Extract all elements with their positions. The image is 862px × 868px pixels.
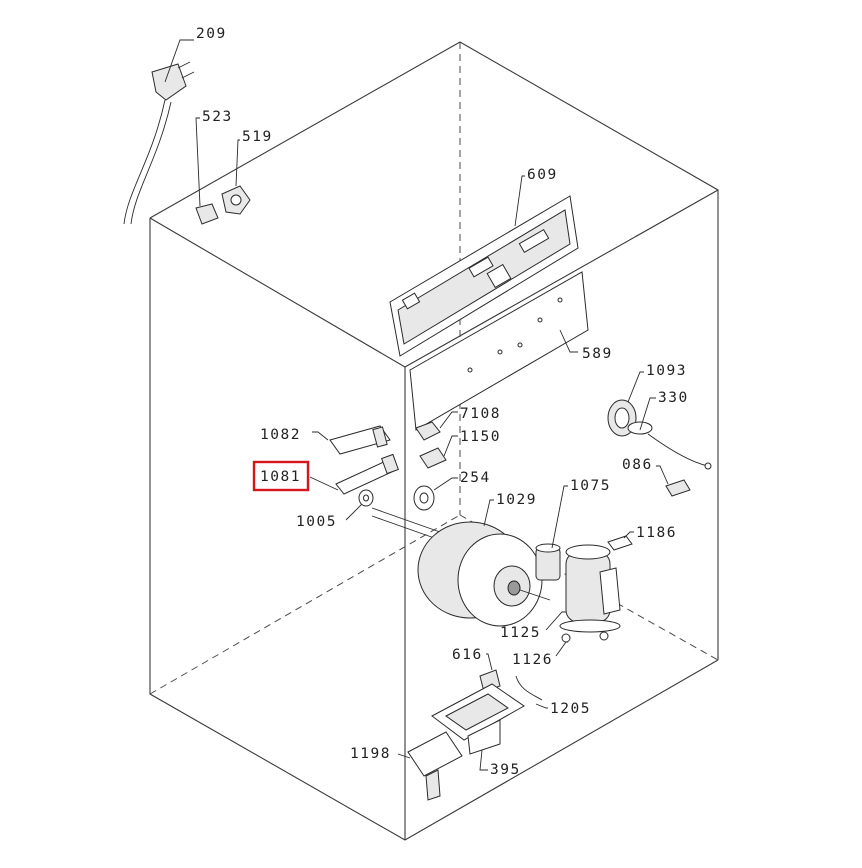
pressure-switch-part[interactable] (607, 399, 712, 470)
motor-part[interactable] (371, 507, 551, 627)
heater-part-395[interactable] (431, 683, 525, 755)
harness-part-1081[interactable] (335, 453, 400, 495)
leader-lines (164, 39, 669, 771)
label-1029: 1029 (496, 492, 537, 508)
label-1150: 1150 (460, 429, 501, 445)
label-1082: 1082 (260, 427, 301, 443)
label-254: 254 (460, 470, 491, 486)
power-cord-part[interactable] (123, 61, 195, 225)
compressor-part[interactable] (559, 544, 621, 633)
clip-part-086[interactable] (665, 479, 691, 497)
label-395: 395 (490, 762, 521, 778)
label-209: 209 (196, 26, 227, 42)
foot-part-1126[interactable] (561, 631, 609, 643)
clip-part-519[interactable] (221, 185, 251, 215)
label-1005: 1005 (296, 514, 337, 530)
spring-part-1205[interactable] (515, 675, 543, 701)
label-1081: 1081 (260, 469, 301, 485)
label-086: 086 (622, 457, 653, 473)
label-523: 523 (202, 109, 233, 125)
cabinet-outline (149, 41, 719, 841)
label-330: 330 (658, 390, 689, 406)
bracket-part-1150[interactable] (419, 447, 447, 469)
part-labels: 209 523 519 609 589 1093 330 1082 7108 1… (196, 26, 689, 778)
label-7108: 7108 (460, 406, 501, 422)
washer-part-1005[interactable] (358, 489, 374, 507)
capacitor-part[interactable] (535, 543, 561, 581)
label-1075: 1075 (570, 478, 611, 494)
label-1186: 1186 (636, 525, 677, 541)
clip-part-1186[interactable] (607, 535, 633, 551)
label-1198: 1198 (350, 746, 391, 762)
clip-part-523[interactable] (195, 203, 219, 225)
highlight-box-1081 (252, 460, 310, 492)
bracket-part-1198[interactable] (407, 731, 463, 801)
control-board-part[interactable] (409, 271, 589, 431)
label-1205: 1205 (550, 701, 591, 717)
control-panel-frame-part[interactable] (389, 195, 579, 357)
harness-part-1082[interactable] (329, 425, 391, 455)
label-609: 609 (527, 167, 558, 183)
label-1093: 1093 (646, 363, 687, 379)
label-1126: 1126 (512, 652, 553, 668)
label-616: 616 (452, 647, 483, 663)
label-519: 519 (242, 129, 273, 145)
bushing-part-254[interactable] (413, 485, 435, 511)
label-589: 589 (582, 346, 613, 362)
bracket-part-7108[interactable] (415, 421, 441, 441)
label-1125: 1125 (500, 625, 541, 641)
